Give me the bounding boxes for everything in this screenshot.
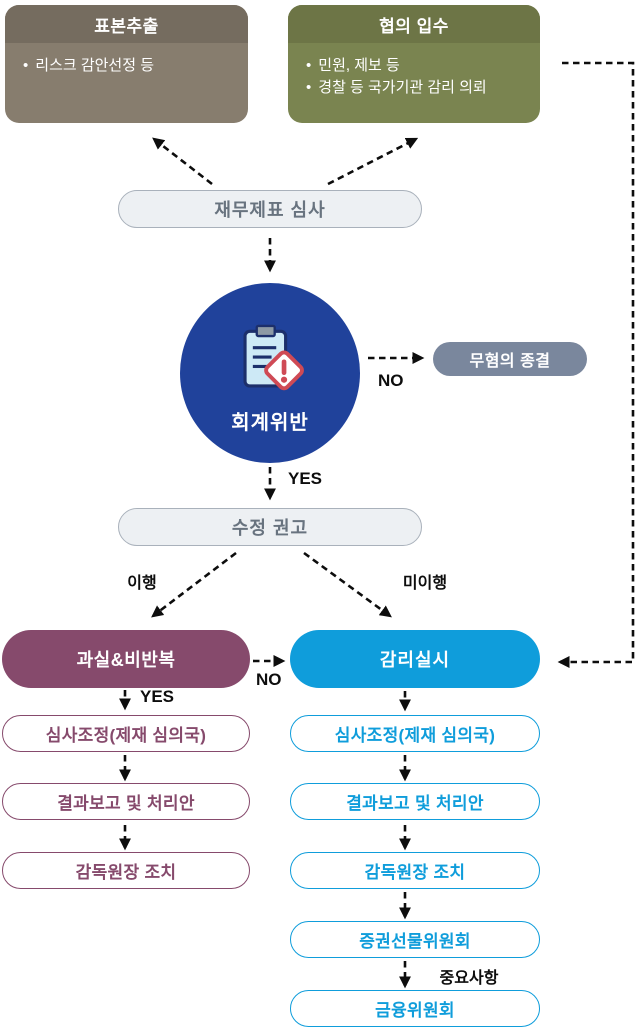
accounting-violation-label: 회계위반: [231, 411, 309, 434]
sample-extraction-title: 표본추출: [5, 5, 248, 43]
no-suspicion-closure-pill: 무혐의 종결: [433, 342, 587, 376]
fault-nonrepeat-pill: 과실&비반복: [2, 630, 250, 688]
allegation-receipt-body: 민원, 제보 등 경찰 등 국가기관 감리 의뢰: [288, 43, 540, 109]
right-step-governor-action: 감독원장 조치: [290, 852, 540, 889]
label-no-top: NO: [378, 371, 404, 390]
bullet-item: 경찰 등 국가기관 감리 의뢰: [306, 77, 524, 99]
allegation-receipt-title: 협의 입수: [288, 5, 540, 43]
right-step-financial-commission: 금융위원회: [290, 990, 540, 1027]
label-yes-mid: YES: [140, 687, 175, 706]
audit-execution-pill: 감리실시: [290, 630, 540, 688]
bullet-item: 민원, 제보 등: [306, 55, 524, 77]
sample-extraction-body: 리스크 감안선정 등: [5, 43, 248, 87]
label-comply: 이행: [127, 575, 157, 592]
correction-recommendation-pill: 수정 권고: [118, 508, 422, 546]
left-step-governor-action: 감독원장 조치: [2, 852, 250, 889]
label-no-mid: NO: [256, 670, 282, 689]
fs-review-pill: 재무제표 심사: [118, 190, 422, 228]
right-step-securities-committee: 증권선물위원회: [290, 921, 540, 958]
sample-extraction-box: 표본추출 리스크 감안선정 등: [5, 5, 248, 123]
left-step-review-adjust: 심사조정(제재 심의국): [2, 715, 250, 752]
allegation-receipt-box: 협의 입수 민원, 제보 등 경찰 등 국가기관 감리 의뢰: [288, 5, 540, 123]
label-important-matter: 중요사항: [439, 970, 499, 987]
right-step-result-report: 결과보고 및 처리안: [290, 783, 540, 820]
accounting-violation-node: 회계위반: [180, 283, 360, 463]
label-not-comply: 미이행: [402, 575, 448, 592]
left-step-result-report: 결과보고 및 처리안: [2, 783, 250, 820]
clipboard-warning-icon: [243, 324, 304, 390]
right-step-review-adjust: 심사조정(제재 심의국): [290, 715, 540, 752]
bullet-item: 리스크 감안선정 등: [23, 55, 232, 77]
label-yes-top: YES: [288, 469, 323, 488]
